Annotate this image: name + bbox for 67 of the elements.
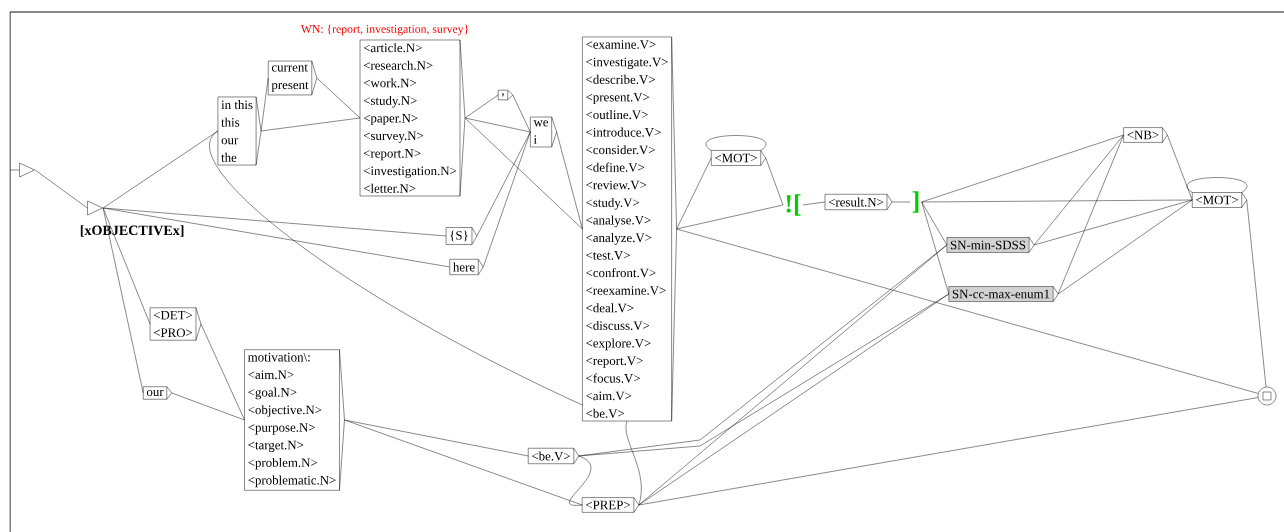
box: <be.V> (528, 448, 579, 464)
box: , (498, 89, 513, 101)
connector (1246, 199, 1267, 388)
connector (464, 117, 531, 133)
box: <DET> <PRO> (149, 307, 202, 341)
box: <PREP> (581, 497, 640, 513)
connector (464, 117, 583, 230)
connector (102, 207, 447, 237)
connector (921, 201, 950, 295)
connector (34, 169, 88, 209)
connector (260, 117, 361, 132)
connector (102, 207, 450, 268)
connector (1033, 134, 1124, 246)
connector (921, 134, 1124, 203)
connector (464, 94, 499, 119)
box: motivation\: <aim.N> <goal.N> <objective.N> <purpose.N> <target.N> <problem.N> <problematic.N> (244, 349, 345, 491)
connector (1057, 199, 1193, 295)
box: <MOT> (711, 150, 766, 166)
box: <NB> (1123, 127, 1168, 143)
connector (1187, 177, 1247, 193)
connector (102, 207, 151, 325)
connector (512, 94, 531, 133)
connector (765, 157, 784, 206)
subgraph-box: SN-cc-max-enum1 (948, 286, 1059, 302)
context-bracket: ![ (786, 194, 801, 216)
connector (200, 323, 245, 421)
connector (921, 201, 948, 246)
box: <MOT> (1192, 192, 1247, 208)
connector (209, 130, 583, 406)
state-marker (9, 162, 35, 178)
connector (638, 293, 950, 506)
connector (476, 131, 531, 237)
box: we i (530, 116, 557, 148)
connector (102, 207, 144, 394)
connector (638, 244, 948, 506)
connector (171, 392, 245, 421)
connector (260, 77, 269, 132)
connector (556, 131, 583, 230)
output-label: [xOBJECTIVEx] (80, 225, 184, 237)
box: <result.N> (824, 194, 893, 210)
subgraph-box: SN-min-SDSS (946, 237, 1035, 253)
connector (1167, 134, 1193, 201)
connector (676, 228, 1259, 394)
connector (676, 204, 784, 230)
box: current present (268, 60, 317, 96)
connector (625, 420, 642, 506)
box: in this this our the (217, 96, 262, 166)
connector (316, 77, 361, 119)
box: <article.N> <research.N> <work.N> <study.N> <paper.N> <survey.N> <report.N> <investigation.N> <letter.N> (359, 39, 466, 197)
connector (676, 157, 712, 230)
connector (891, 201, 911, 203)
box: <examine.V> <investigate.V> <describe.V> <present.V> <outline.V> <introduce.V> <consider.V> <define.V> <review.V> <study.V> <analyse.V> <analyze.V> <test.V> <confront.V> <reexamine.V> <deal.V> <discuss.V> <explore.V> <report.V> <focus.V> <aim.V> <be.V> (582, 36, 677, 422)
box: our (143, 386, 172, 400)
connector (706, 135, 766, 151)
connector (1057, 134, 1124, 295)
context-bracket: ] (912, 191, 919, 213)
box: here (449, 259, 484, 275)
annotation: WN: {report, investigation, survey} (300, 24, 469, 36)
final-state (1257, 386, 1277, 406)
connector (921, 199, 1193, 203)
connector (344, 419, 583, 506)
connector (638, 397, 1259, 506)
connector (802, 201, 826, 206)
connector (569, 455, 591, 506)
box: {S} (445, 227, 478, 245)
connector (1033, 199, 1193, 246)
connector (483, 131, 531, 268)
